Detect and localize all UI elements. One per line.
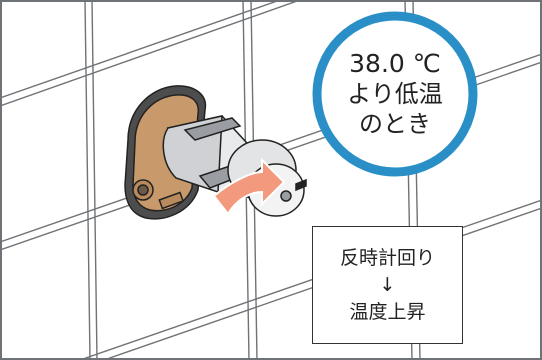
badge-ring	[312, 11, 478, 177]
temperature-badge: 38.0 ℃ より低温 のとき	[312, 30, 478, 158]
badge-line3: のとき	[359, 110, 431, 138]
note-line2: 温度上昇	[349, 300, 426, 323]
note-line1: 反時計回り	[339, 246, 435, 269]
counterclockwise-arrow-icon	[212, 157, 286, 216]
badge-line2: より低温	[347, 80, 443, 108]
down-arrow-icon: ↓	[379, 273, 396, 296]
badge-temperature: 38.0 ℃	[349, 49, 441, 78]
instruction-box: 反時計回り ↓ 温度上昇	[312, 226, 463, 344]
